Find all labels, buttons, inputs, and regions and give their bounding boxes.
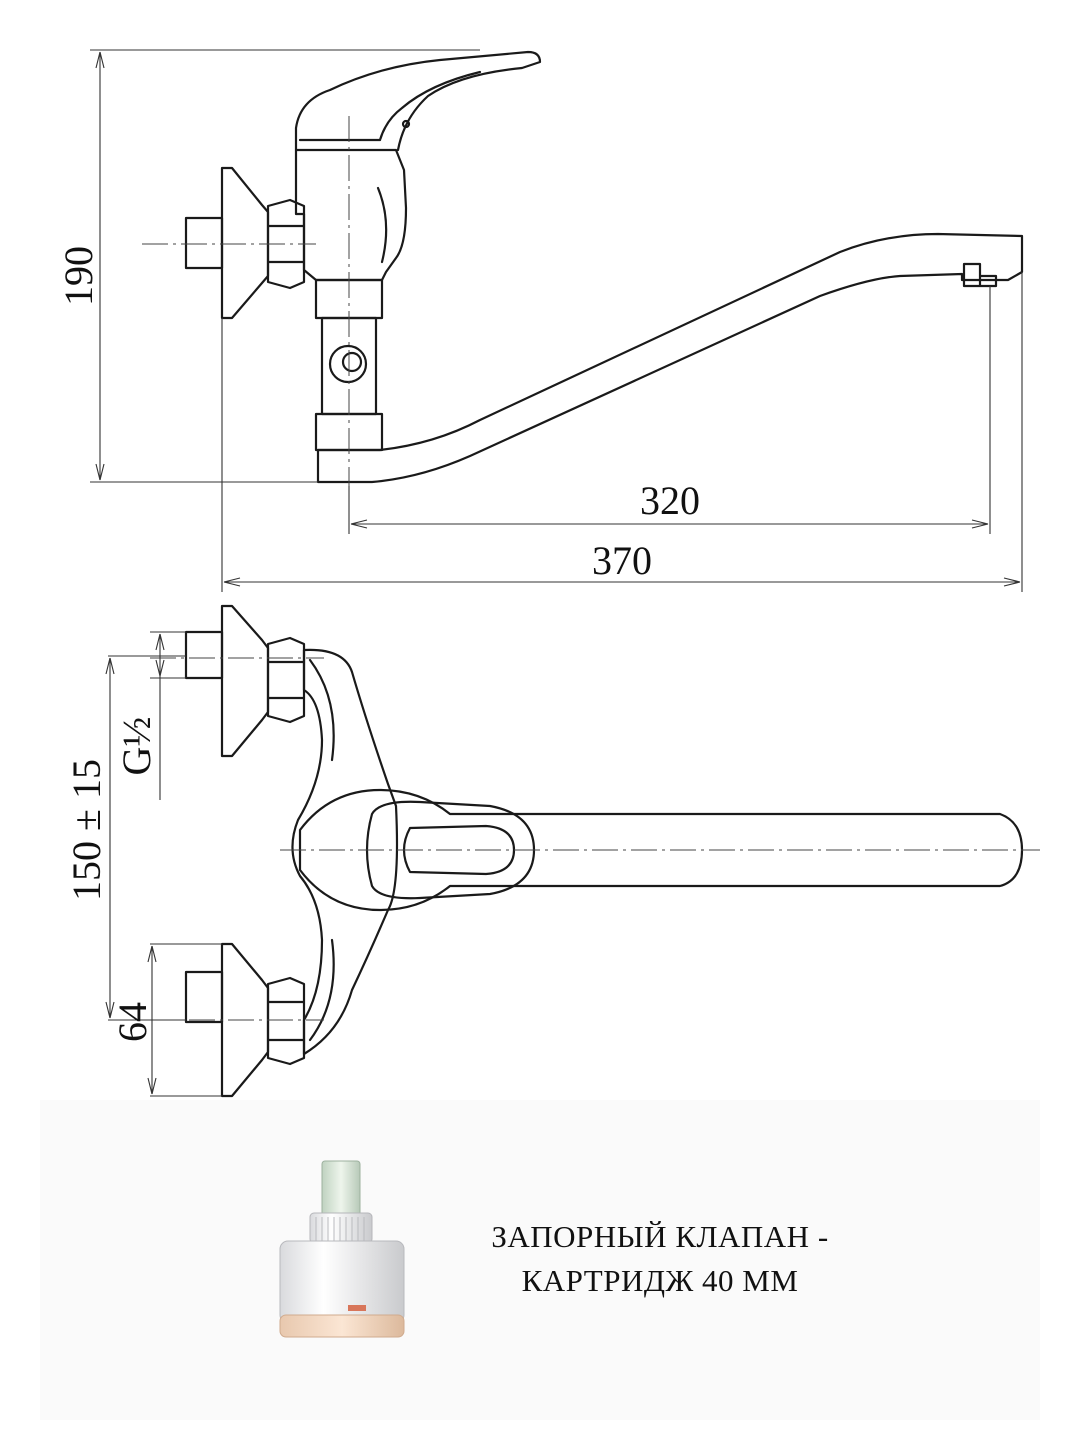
faucet-drawing: 190 320 370 1 (56, 49, 1040, 1098)
top-inlet-upper (184, 630, 224, 680)
dim-150-label: 150 ± 15 (64, 759, 109, 901)
dim-370-label: 370 (592, 538, 652, 583)
cartridge-notch (348, 1305, 366, 1311)
top-body-arms (291, 648, 399, 1056)
side-spout (316, 232, 1024, 484)
cartridge-illustration (279, 1160, 405, 1338)
dim-150-arrows (105, 657, 115, 1019)
side-mixer-body (294, 148, 408, 282)
dim-thread-arrows (155, 633, 165, 677)
dim-64-arrows (147, 945, 157, 1095)
side-lever-pin (401, 119, 411, 129)
side-lever (294, 50, 542, 152)
top-body-inner (308, 658, 335, 1042)
top-lever-grip (402, 824, 516, 876)
cartridge-collar (309, 1212, 373, 1244)
caption-line-1: ЗАПОРНЫЙ КЛАПАН - (491, 1219, 829, 1254)
top-inlet-lower (184, 970, 224, 1024)
side-diverter-outer (328, 344, 368, 384)
dim-370-arrows (223, 577, 1021, 587)
dim-190-label: 190 (56, 246, 101, 306)
cartridge-panel (40, 1100, 1040, 1420)
side-wall-flange (220, 166, 270, 320)
side-diverter-inner (341, 351, 363, 373)
side-body-contour (376, 186, 388, 264)
dim-320-arrows (350, 519, 989, 529)
top-flange-upper (220, 604, 270, 758)
side-spout-tip (962, 262, 998, 288)
top-view: 150 ± 15 G½ 64 (64, 604, 1040, 1098)
top-nut-lower (266, 976, 306, 1066)
dim-64-label: 64 (110, 1002, 155, 1042)
dim-320-label: 320 (640, 478, 700, 523)
cartridge-body (279, 1240, 405, 1324)
cartridge-caption: ЗАПОРНЫЙ КЛАПАН - КАРТРИДЖ 40 ММ (450, 1215, 870, 1303)
top-nut-upper (266, 636, 306, 724)
cartridge-stem (321, 1160, 361, 1220)
side-lever-inner (298, 70, 482, 142)
side-inlet-stub (184, 216, 224, 270)
caption-line-2: КАРТРИДЖ 40 ММ (521, 1263, 799, 1298)
top-lever-outline (365, 800, 536, 900)
side-hex-nut (266, 198, 306, 290)
side-view: 190 320 370 (56, 49, 1024, 592)
cartridge-base (279, 1314, 405, 1338)
dim-thread-label: G½ (114, 717, 159, 776)
dim-190-arrows (95, 51, 105, 481)
